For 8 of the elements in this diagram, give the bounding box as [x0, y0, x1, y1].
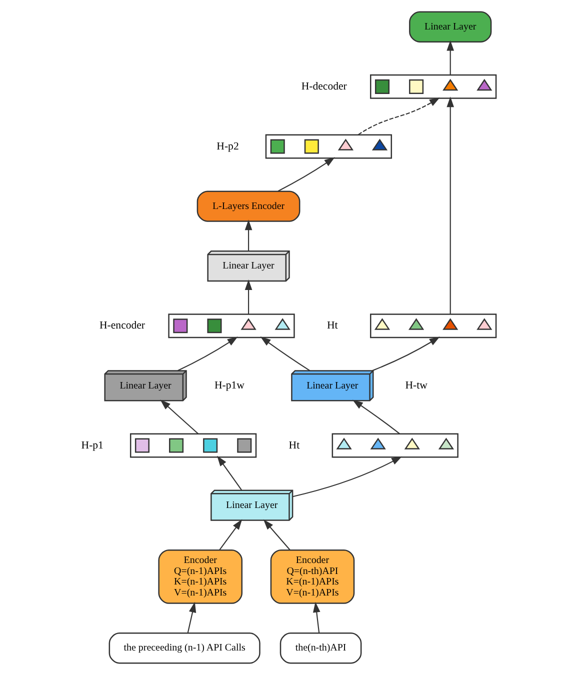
node-label: H-p1w: [214, 379, 244, 392]
node-label: H-decoder: [301, 80, 347, 92]
node-label: H-p2: [216, 140, 239, 152]
node-label: Ht: [327, 320, 338, 332]
node-label: H-p1: [81, 439, 104, 452]
node-label: H-tw: [405, 379, 428, 392]
node-label: H-encoder: [100, 320, 146, 332]
node-label: Ht: [288, 439, 300, 452]
